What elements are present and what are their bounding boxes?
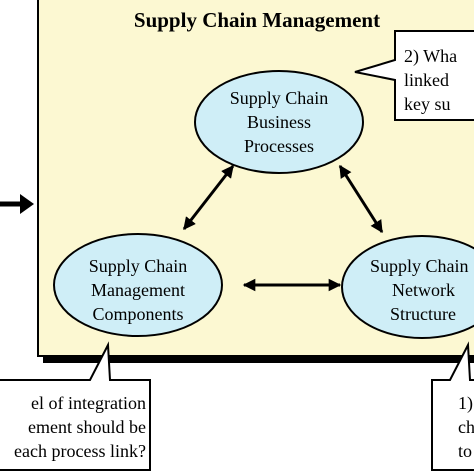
callout-line: 1) <box>458 393 473 413</box>
node-business-processes-label: Supply Chain Business Processes <box>195 86 363 158</box>
node-management-components <box>53 233 223 337</box>
node-management-components-label: Supply Chain Management Components <box>54 254 222 326</box>
node-label-line: Components <box>92 304 184 324</box>
node-label-line: Management <box>91 280 185 300</box>
node-network-structure-label: Supply Chain Network Structure <box>360 254 474 326</box>
callout-bottom-left <box>0 341 151 471</box>
incoming-arrow-head <box>20 194 34 214</box>
callout-line: 2) Wha <box>404 46 458 66</box>
callout-line: linked <box>404 70 449 90</box>
callout-line: to <box>458 441 473 461</box>
callout-line: ement should be <box>28 417 146 437</box>
node-label-line: Network <box>392 280 455 300</box>
callout-line: ch <box>458 417 474 437</box>
node-business-processes <box>194 70 364 174</box>
node-label-line: Supply Chain <box>229 88 329 108</box>
node-network-structure <box>341 235 474 339</box>
node-label-line: Structure <box>390 304 456 324</box>
callout-bottom-right-text: 1) ch to <box>458 391 474 463</box>
arrow-processes-network <box>338 164 384 234</box>
callout-bottom-right <box>431 341 474 471</box>
callout-bottom-left-text: el of integration ement should be each p… <box>0 391 146 463</box>
arrow-processes-components <box>182 165 235 230</box>
node-label-line: Business <box>246 112 311 132</box>
callout-top-right <box>354 30 474 121</box>
callout-line: each process link? <box>14 441 146 461</box>
node-label-line: Processes <box>244 136 314 156</box>
callout-top-right-text: 2) Wha linked key su <box>404 44 457 116</box>
diagram-title: Supply Chain Management <box>133 8 381 32</box>
node-label-line: Supply Chain <box>370 256 469 276</box>
callout-line: key su <box>404 94 451 114</box>
node-label-line: Supply Chain <box>88 256 188 276</box>
callout-line: el of integration <box>31 393 146 413</box>
